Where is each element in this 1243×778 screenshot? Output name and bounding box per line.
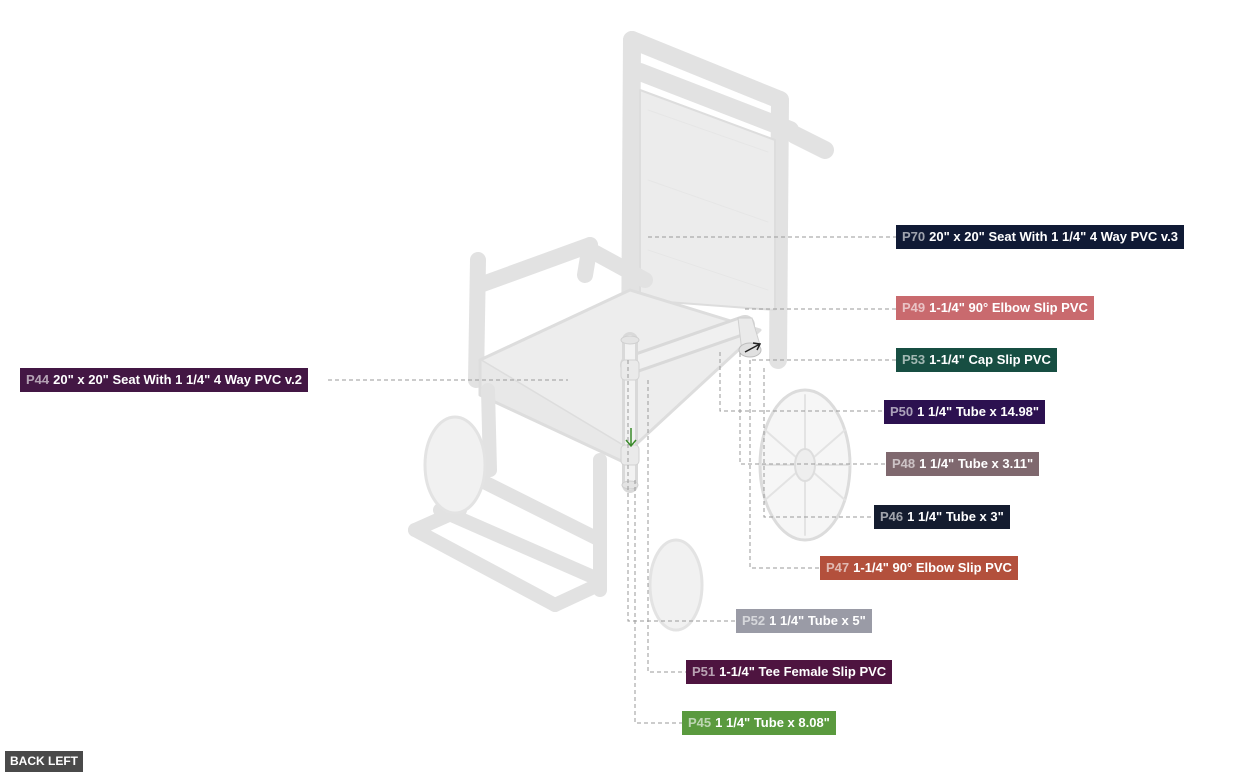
label-p46-name: 1 1/4" Tube x 3"	[907, 509, 1004, 524]
leader-line-p48	[739, 353, 886, 465]
label-p46-id: P46	[880, 509, 904, 524]
label-p49-id: P49	[902, 300, 926, 315]
label-p48-id: P48	[892, 456, 916, 471]
label-p49-name: 1-1/4" 90° Elbow Slip PVC	[929, 300, 1088, 315]
label-p51-id: P51	[692, 664, 716, 679]
back-left-view-button[interactable]: BACK LEFT	[5, 751, 83, 772]
label-p47-id: P47	[826, 560, 850, 575]
label-p50-name: 1 1/4" Tube x 14.98"	[917, 404, 1040, 419]
leader-line-p46	[763, 368, 874, 518]
leader-line-p45	[634, 480, 682, 724]
label-p48-name: 1 1/4" Tube x 3.11"	[919, 456, 1034, 471]
leader-line-p50	[719, 352, 884, 412]
faded-context-parts	[408, 31, 852, 632]
label-p50-id: P50	[890, 404, 914, 419]
leader-line-p51	[647, 380, 686, 673]
label-p44-id: P44	[26, 372, 50, 387]
label-p47-name: 1-1/4" 90° Elbow Slip PVC	[853, 560, 1012, 575]
label-p52-name: 1 1/4" Tube x 5"	[769, 613, 866, 628]
label-p70-name: 20" x 20" Seat With 1 1/4" 4 Way PVC v.3	[929, 229, 1179, 244]
leader-line-p52	[627, 360, 736, 622]
label-p70-id: P70	[902, 229, 926, 244]
label-p52-id: P52	[742, 613, 766, 628]
direction-arrows	[625, 342, 762, 448]
label-p53-name: 1-1/4" Cap Slip PVC	[929, 352, 1051, 367]
leader-line-p47	[749, 360, 820, 569]
label-p44-name: 20" x 20" Seat With 1 1/4" 4 Way PVC v.2	[53, 372, 303, 387]
leader-lines	[328, 236, 896, 724]
label-p53-id: P53	[902, 352, 926, 367]
label-p45-id: P45	[688, 715, 712, 730]
label-p51-name: 1-1/4" Tee Female Slip PVC	[719, 664, 887, 679]
highlighted-parts	[620, 315, 762, 493]
label-p45-name: 1 1/4" Tube x 8.08"	[715, 715, 830, 730]
